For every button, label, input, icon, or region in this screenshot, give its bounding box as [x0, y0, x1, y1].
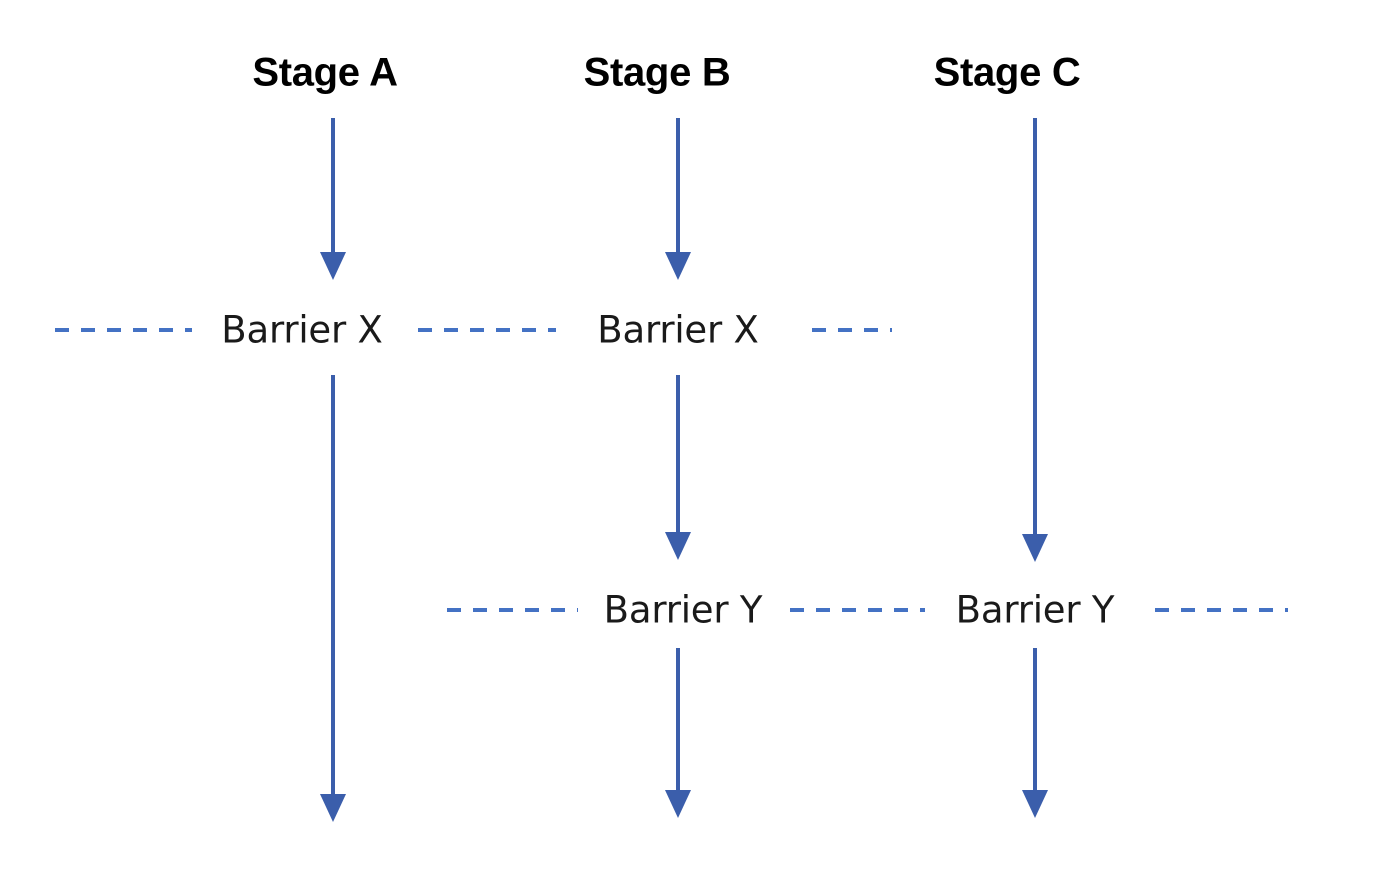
stage-heading-a: Stage A	[252, 50, 398, 95]
barrier-node-y-stage-b: Barrier Y	[603, 588, 763, 632]
stage-heading-c: Stage C	[933, 50, 1081, 95]
barrier-node-x-stage-a: Barrier X	[221, 308, 383, 352]
arrow-barrier-x-b-to-barrier-y-head-icon	[665, 532, 691, 560]
arrow-barrier-y-b-to-end-head-icon	[665, 790, 691, 818]
stage-heading-b: Stage B	[583, 50, 731, 95]
arrow-barrier-y-c-to-end-head-icon	[1022, 790, 1048, 818]
arrow-stage-c-to-barrier-y-head-icon	[1022, 534, 1048, 562]
dashed-connectors-layer	[55, 328, 1288, 612]
arrow-stage-b-to-barrier-x-head-icon	[665, 252, 691, 280]
arrow-stage-a-to-barrier-x-head-icon	[320, 252, 346, 280]
barrier-node-x-stage-b: Barrier X	[597, 308, 759, 352]
arrow-barrier-x-a-to-end-head-icon	[320, 794, 346, 822]
arrows-layer	[320, 118, 1048, 822]
barrier-node-y-stage-c: Barrier Y	[955, 588, 1115, 632]
